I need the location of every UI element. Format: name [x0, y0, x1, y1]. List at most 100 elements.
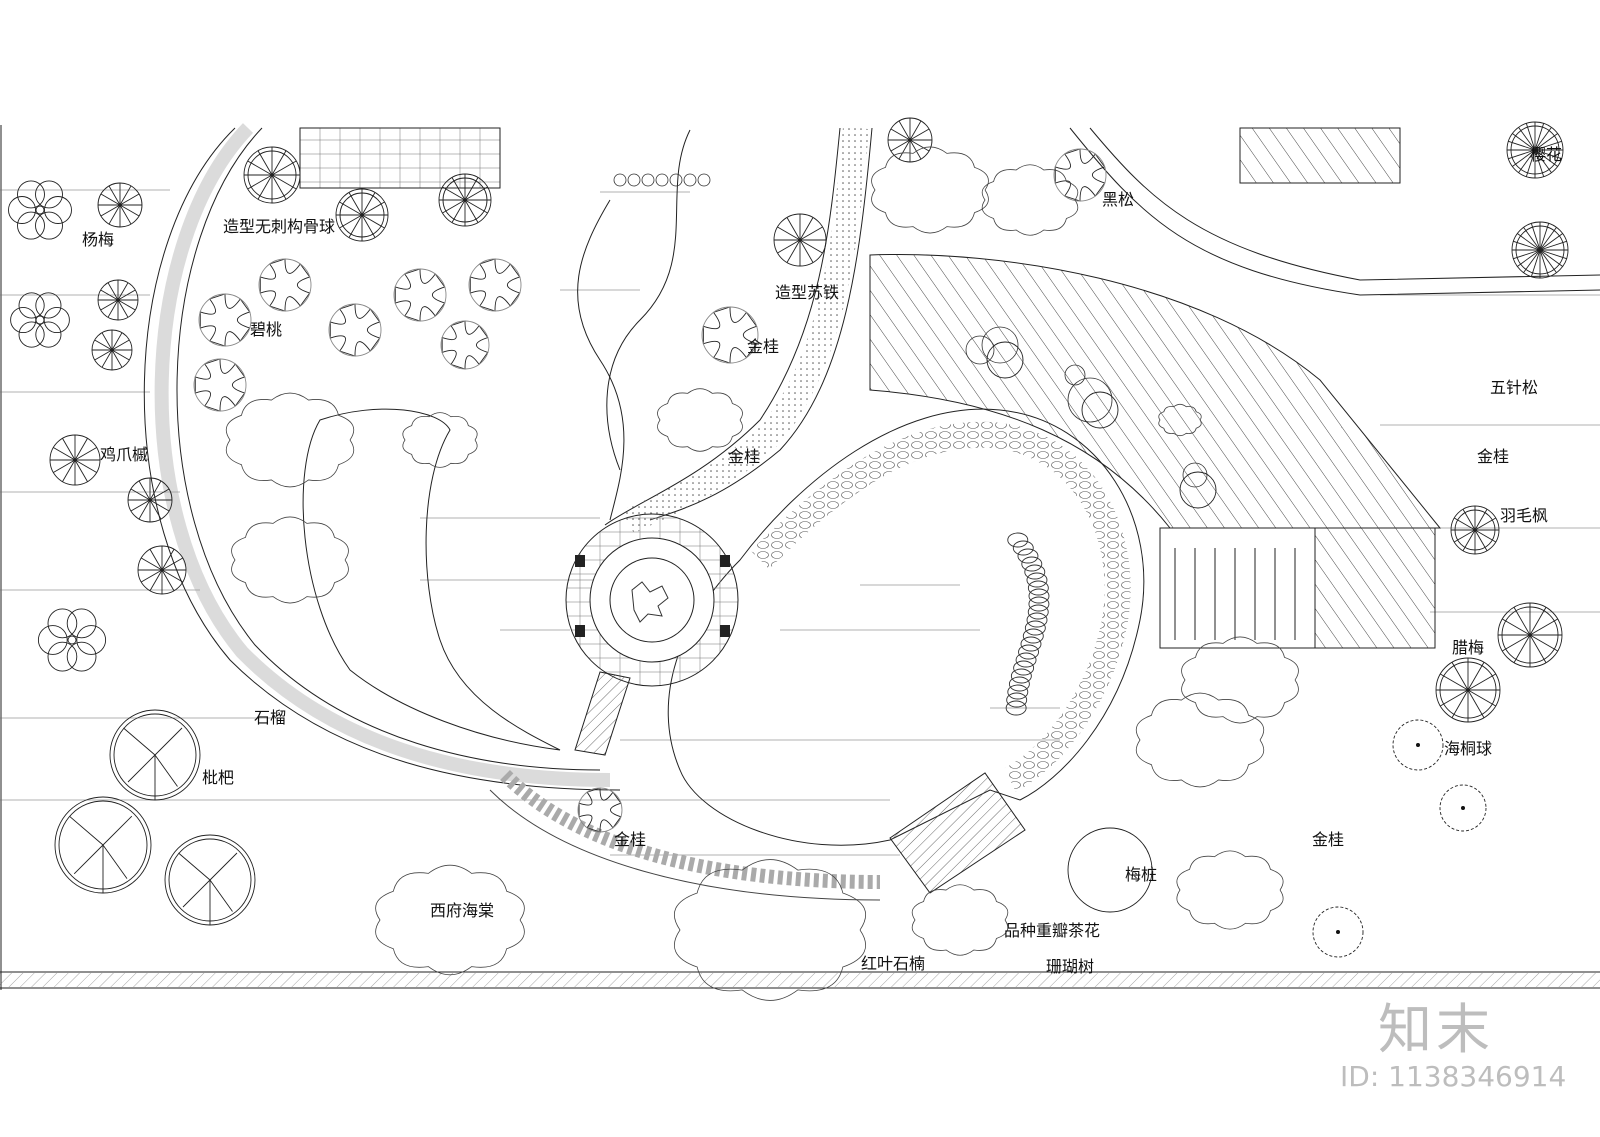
label-jingui: 金桂 [1312, 830, 1344, 849]
stepping-stone [669, 173, 683, 187]
shrub-mass [911, 884, 1009, 956]
circular-plaza [565, 513, 739, 756]
stepping-stone [683, 173, 697, 187]
tree-symbol [468, 258, 522, 312]
tree-symbol [1506, 121, 1564, 179]
label-jingui: 金桂 [747, 337, 779, 356]
shrub-mass [231, 516, 349, 604]
tree-symbol [1439, 784, 1487, 832]
stepping-stone [613, 173, 627, 187]
shrub-mass [1135, 692, 1265, 788]
tree-symbol [438, 173, 492, 227]
watermark-id: ID: 1138346914 [1340, 1060, 1567, 1093]
rockery-stone [1007, 532, 1029, 548]
shrub-mass [871, 146, 989, 234]
tree-symbol [1312, 906, 1364, 958]
rockery-stone [1013, 660, 1035, 676]
tree-symbol [1392, 719, 1444, 771]
label-sutie: 造型苏铁 [775, 283, 839, 302]
tree-symbol [193, 358, 247, 412]
rockery-stone [1022, 628, 1044, 644]
label-heisong: 黑松 [1102, 190, 1134, 209]
tree-symbol [773, 213, 827, 267]
rockery-stone [1018, 644, 1039, 660]
tree-symbol [8, 180, 72, 240]
tree-symbol [49, 434, 101, 486]
rockery-stone [1028, 588, 1050, 604]
label-shiliu: 石榴 [254, 708, 286, 727]
rockery-stone [1010, 668, 1032, 684]
label-holly-ball: 造型无刺构骨球 [223, 217, 335, 236]
tree-symbol [54, 796, 152, 894]
shrub-mass [225, 392, 355, 488]
tree-symbol [1497, 602, 1563, 668]
tree-symbol [91, 329, 133, 371]
tree-symbols [8, 117, 1569, 958]
tree-symbol [986, 341, 1024, 379]
label-pipa: 枇杷 [202, 768, 234, 787]
tree-symbol [328, 303, 382, 357]
tree-symbol [109, 709, 201, 801]
stepping-stones [613, 173, 1208, 716]
stepping-stone [641, 173, 655, 187]
rockery-stone [1006, 692, 1028, 708]
rockery-stone [1008, 676, 1030, 692]
tree-symbol [577, 787, 623, 833]
rockery-stone [1026, 572, 1048, 588]
rockery-stone [1005, 700, 1027, 716]
watermark-logo: 知末 [1378, 998, 1494, 1061]
label-yangmei: 杨梅 [82, 230, 114, 249]
drawing-frame [0, 125, 1600, 990]
rockery-stone [1015, 652, 1037, 668]
label-wuzhensong: 五针松 [1490, 378, 1538, 397]
label-lamei: 腊梅 [1452, 638, 1484, 657]
pond-area [302, 129, 1145, 846]
rockery-stone [1017, 548, 1039, 564]
shrub-mass [657, 388, 743, 452]
shrub-mass [674, 859, 866, 1001]
stepping-stone [965, 335, 995, 365]
rockery-stone [1012, 540, 1034, 556]
label-bitao: 碧桃 [250, 320, 282, 339]
stepping-stone [697, 173, 711, 187]
stepping-stone [655, 173, 669, 187]
shrub-masses [225, 146, 1299, 1001]
tree-symbol [97, 182, 143, 228]
shrub-mass [375, 864, 525, 976]
tree-symbol [440, 320, 490, 370]
shrub-mass [981, 164, 1079, 236]
tree-symbol [97, 279, 139, 321]
rockery-stone [1020, 636, 1042, 652]
label-meizhuang: 梅桩 [1125, 865, 1157, 884]
shrub-mass [1176, 850, 1284, 930]
curved-paving-path [143, 123, 881, 901]
rockery-stone [1026, 612, 1048, 628]
tree-symbol [1450, 505, 1500, 555]
shrub-mass [402, 412, 478, 468]
tree-symbol [1511, 221, 1569, 279]
label-hongye-shinan: 红叶石楠 [861, 954, 925, 973]
tree-symbol [198, 293, 252, 347]
tree-symbol [258, 258, 312, 312]
label-jingui: 金桂 [728, 447, 760, 466]
tree-symbol [1081, 391, 1119, 429]
stepping-stone [1067, 377, 1113, 423]
rockery-stone [1024, 564, 1046, 580]
tree-symbol [137, 545, 187, 595]
label-yumaofeng: 羽毛枫 [1500, 506, 1548, 525]
tree-symbol [243, 146, 301, 204]
label-haitongqiu: 海桐球 [1444, 739, 1492, 758]
rockery-stone [1028, 596, 1050, 612]
label-yinghua: 樱花 [1530, 145, 1562, 164]
tree-symbol [701, 306, 759, 364]
rockery-stone [1024, 620, 1046, 636]
label-jizhuaqi: 鸡爪槭 [100, 445, 148, 464]
tree-symbol [393, 268, 447, 322]
stepping-stone [981, 326, 1019, 364]
tree-symbol [1067, 827, 1153, 913]
label-jingui: 金桂 [1477, 447, 1509, 466]
shrub-mass [1158, 403, 1202, 437]
tree-symbol [10, 292, 70, 348]
tree-symbol [1435, 657, 1501, 723]
